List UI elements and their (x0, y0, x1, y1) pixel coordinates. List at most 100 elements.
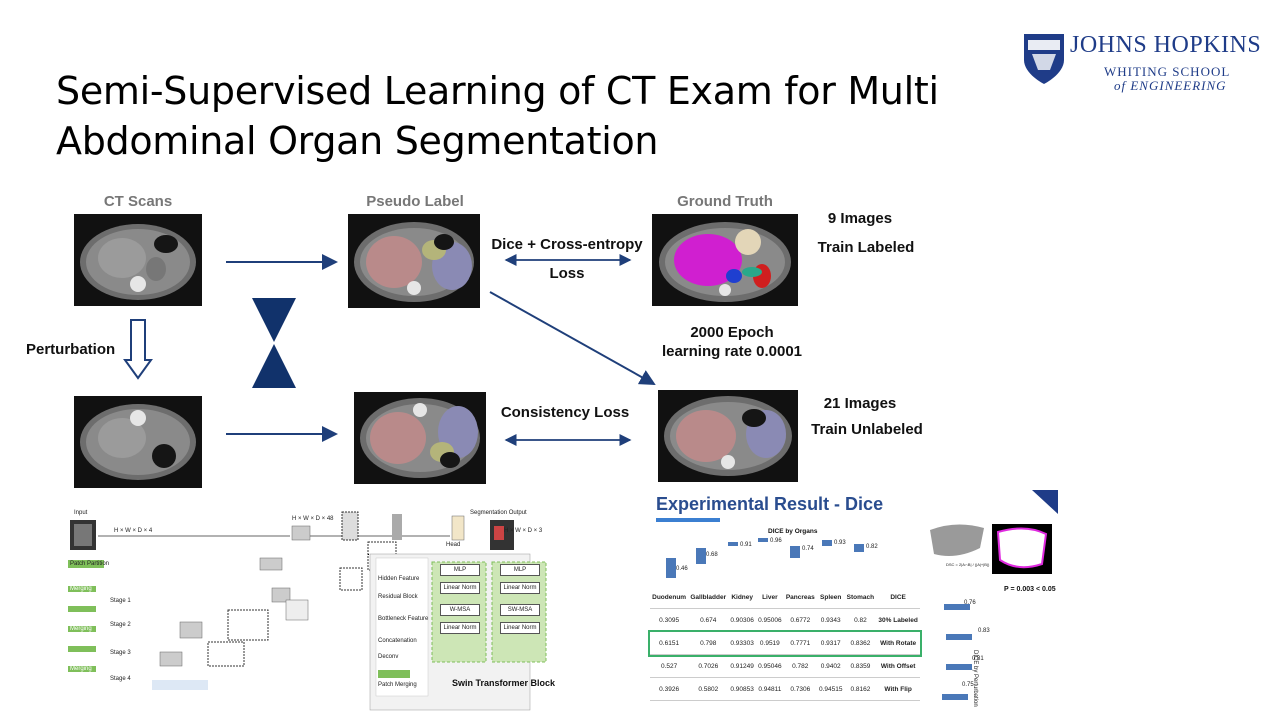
th-kidney: Kidney (728, 586, 756, 609)
architecture-figure: Input H × W × D × 4 H × W × D × 48 Segme… (60, 502, 560, 712)
box-label-3: 0.91 (740, 542, 752, 548)
arch-dims-48: H × W × D × 48 (292, 516, 334, 522)
row-label: With Flip (876, 677, 920, 701)
row-label: 30% Labeled (876, 608, 920, 632)
box-label-2: 0.68 (706, 552, 718, 558)
cell: 0.7771 (783, 631, 817, 655)
arch-merging-2: Merging (70, 626, 92, 632)
swin-left-stack: MLP Linear Norm W-MSA Linear Norm (440, 564, 480, 634)
boxplot-title: DICE by Organs (768, 528, 818, 535)
results-panel: Experimental Result - Dice DICE by Organ… (648, 490, 1060, 716)
arch-dims-out: H × W × D × 3 (504, 528, 543, 534)
dsc-formula: DSC = 2|A∩B| / (|A|+|B|) (946, 562, 990, 567)
cell: 0.95046 (756, 654, 784, 678)
cell: 0.7306 (783, 677, 817, 701)
cell: 0.9519 (756, 631, 784, 655)
cell: 0.674 (688, 608, 729, 632)
box-label-6: 0.93 (834, 540, 846, 546)
organ-boxplot (666, 538, 864, 578)
dice-table-header: Duodenum Gallbladder Kidney Liver Pancre… (650, 586, 920, 609)
swin-left-mlp: MLP (440, 564, 480, 576)
cell: 0.9343 (816, 608, 845, 632)
cell: 0.90306 (728, 608, 756, 632)
box-label-7: 0.82 (866, 544, 878, 550)
cell: 0.8359 (844, 654, 877, 678)
ct-scan-perturbed (74, 396, 202, 488)
unlabeled-count: 21 Images (823, 395, 897, 412)
arch-head: Head (446, 542, 461, 548)
legend-residual-block: Residual Block (378, 594, 418, 600)
arrow-pseudo-to-unlabeled (489, 291, 656, 385)
hourglass-bottom (252, 344, 296, 388)
cell: 0.91249 (728, 654, 756, 678)
th-gallbladder: Gallbladder (688, 586, 729, 609)
ground-truth-image (652, 214, 798, 306)
perturbation-boxplot (942, 604, 972, 700)
cell: 0.90853 (728, 677, 756, 701)
row-label: With Offset (876, 654, 920, 678)
liver-overlap-figure (930, 524, 1052, 574)
lr-label: learning rate 0.0001 (661, 343, 803, 360)
logo-line-3: of ENGINEERING (1114, 78, 1227, 93)
perturb-label-4: 0.75 (962, 682, 974, 688)
swin-left-norm-2: Linear Norm (440, 622, 480, 634)
cell: 0.5802 (688, 677, 729, 701)
cell: 0.6151 (650, 631, 689, 655)
swin-right-norm-1: Linear Norm (500, 582, 540, 594)
legend-bottleneck: Bottleneck Feature (378, 616, 429, 622)
labeled-count: 9 Images (827, 210, 893, 227)
cell: 0.8362 (844, 631, 877, 655)
box-label-5: 0.74 (802, 546, 814, 552)
cell: 0.82 (844, 608, 877, 632)
cell: 0.9402 (816, 654, 845, 678)
cell: 0.7026 (688, 654, 729, 678)
perturbation-label: Perturbation (26, 341, 116, 358)
swin-right-swmsa: SW-MSA (500, 604, 540, 616)
box-label-4: 0.96 (770, 538, 782, 544)
arch-stage-3: Stage 3 (110, 650, 131, 656)
th-spleen: Spleen (816, 586, 845, 609)
ct-scan-top (74, 214, 202, 306)
shield-icon (1024, 34, 1064, 84)
results-title: Experimental Result - Dice (656, 494, 884, 514)
dice-loss-label-2: Loss (549, 265, 585, 282)
box-label-1: 0.46 (676, 566, 688, 572)
corner-triangle (1032, 490, 1058, 514)
perturbation-arrow (123, 319, 153, 380)
title-line-2: Abdominal Organ Segmentation (56, 119, 659, 163)
col-head-pseudo: Pseudo Label (366, 193, 464, 210)
pseudo-label-bottom (354, 392, 486, 484)
legend-patch-merging: Patch Merging (378, 682, 417, 688)
dice-loss-label-1: Dice + Cross-entropy (491, 236, 643, 253)
cell: 0.6772 (783, 608, 817, 632)
consistency-loss-label: Consistency Loss (500, 404, 630, 421)
legend-concatenation: Concatenation (378, 638, 417, 644)
col-head-ct: CT Scans (103, 193, 173, 210)
labeled-type: Train Labeled (817, 239, 915, 256)
swin-title: Swin Transformer Block (452, 678, 556, 688)
th-pancreas: Pancreas (783, 586, 817, 609)
cell: 0.95006 (756, 608, 784, 632)
arch-seg-output: Segmentation Output (470, 510, 527, 516)
cell: 0.94515 (816, 677, 845, 701)
cell: 0.798 (688, 631, 729, 655)
th-stomach: Stomach (844, 586, 877, 609)
epoch-label: 2000 Epoch (690, 324, 774, 341)
legend-hidden-feature: Hidden Feature (378, 576, 420, 582)
swin-right-stack: MLP Linear Norm SW-MSA Linear Norm (500, 564, 540, 634)
th-dice: DICE (876, 586, 920, 609)
col-head-gt: Ground Truth (677, 193, 773, 210)
table-row: 0.3095 0.674 0.90306 0.95006 0.6772 0.93… (650, 608, 920, 632)
arch-stage-2: Stage 2 (110, 622, 131, 628)
table-row: 0.527 0.7026 0.91249 0.95046 0.782 0.940… (650, 654, 920, 678)
perturb-axis-label: DICE by Perturbation (972, 650, 978, 707)
logo-line-1: JOHNS HOPKINS (1070, 32, 1262, 58)
slide-title: Semi-Supervised Learning of CT Exam for … (56, 66, 956, 166)
cell: 0.9317 (816, 631, 845, 655)
unlabeled-image (658, 390, 798, 482)
arch-patch-partition: Patch Partition (70, 561, 110, 567)
hourglass-top (252, 298, 296, 342)
title-line-1: Semi-Supervised Learning of CT Exam for … (56, 69, 939, 113)
th-duodenum: Duodenum (650, 586, 689, 609)
